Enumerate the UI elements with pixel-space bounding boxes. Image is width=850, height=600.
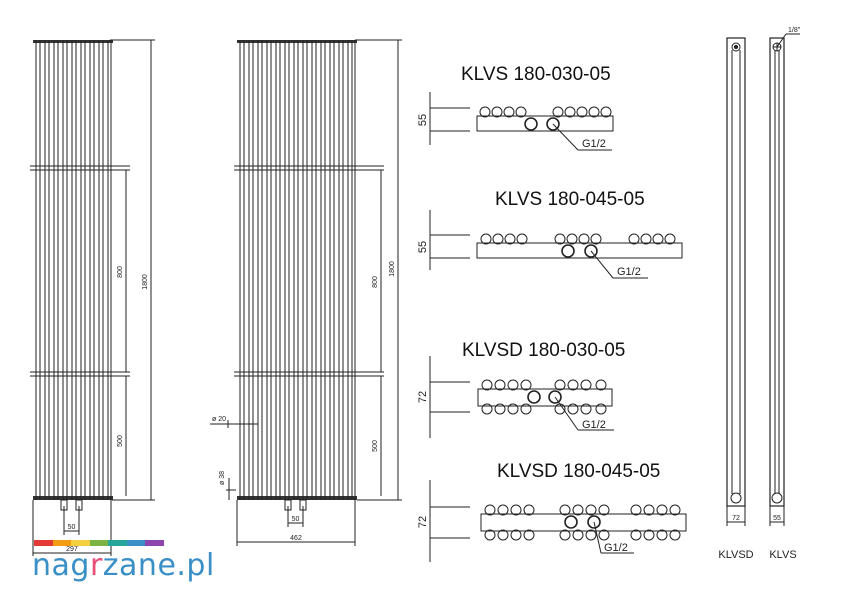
section-klvsd-045: [429, 480, 687, 562]
section2-title: KLVS 180-045-05: [495, 189, 645, 210]
front1-height: 1800: [142, 274, 149, 290]
front2-spacing-lower: 500: [372, 440, 379, 452]
section3-title: KLVSD 180-030-05: [462, 340, 626, 361]
section1-depth: 55: [417, 114, 429, 126]
klvs-vent-size: 1/8": [788, 27, 801, 34]
klvsd-side-depth: 72: [732, 515, 740, 522]
side-view-klvs: [769, 33, 800, 526]
side-view-klvsd: [726, 37, 746, 526]
section2-depth: 55: [417, 241, 429, 253]
logo-color-bar: [71, 540, 90, 546]
section-klvsd-030: [429, 356, 614, 438]
klvsd-side-label: KLVSD: [718, 549, 753, 561]
logo-color-bars: [34, 540, 165, 546]
front2-tube-diameter: ø 20: [212, 416, 226, 423]
logo-color-bar: [89, 540, 109, 546]
front2-height: 1800: [389, 261, 396, 277]
section4-title: KLVSD 180-045-05: [497, 461, 661, 482]
section1-thread: G1/2: [582, 138, 606, 150]
logo-color-bar: [126, 540, 146, 546]
logo-color-bar: [108, 540, 127, 546]
front-view-narrow: [30, 39, 155, 556]
section3-depth: 72: [417, 391, 429, 403]
logo-wordmark: nagrzane.pl: [32, 548, 215, 583]
section3-thread: G1/2: [582, 419, 606, 431]
section1-title: KLVS 180-030-05: [461, 64, 611, 85]
klvs-side-label: KLVS: [769, 549, 796, 561]
section-klvs-030: [429, 92, 614, 151]
front2-connection: 50: [292, 516, 300, 523]
front1-width: 297: [66, 546, 78, 553]
front-view-wide: [210, 39, 402, 546]
front1-connection: 50: [68, 524, 76, 531]
front1-spacing-upper: 800: [117, 266, 124, 278]
section-klvs-045: [429, 210, 683, 279]
logo-color-bar: [52, 540, 72, 546]
front2-collector-diameter: ø 38: [219, 471, 226, 485]
front2-spacing-upper: 800: [372, 276, 379, 288]
klvs-side-depth: 55: [773, 515, 781, 522]
section2-thread: G1/2: [617, 266, 641, 278]
front2-width: 462: [290, 535, 302, 542]
logo-color-bar: [34, 540, 53, 546]
section4-thread: G1/2: [604, 542, 628, 554]
section4-depth: 72: [417, 516, 429, 528]
logo-color-bar: [145, 540, 165, 546]
front1-spacing-lower: 500: [117, 435, 124, 447]
